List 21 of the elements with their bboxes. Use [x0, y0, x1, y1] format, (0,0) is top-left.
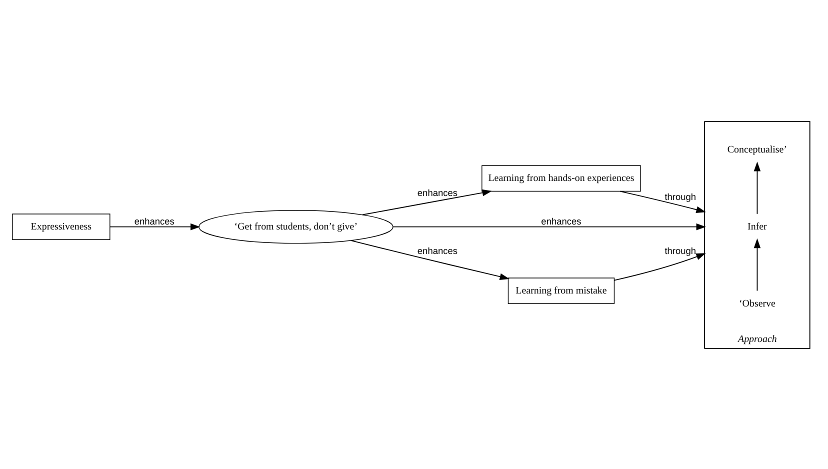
arrow [754, 161, 761, 214]
arrow [620, 190, 706, 212]
arrow [754, 238, 761, 291]
edge-label: through [664, 192, 696, 202]
arrow [110, 222, 200, 230]
node-box: Expressiveness [12, 213, 110, 240]
edge-label: through [664, 246, 696, 256]
edge-label: enhances [541, 216, 582, 226]
edge-label: enhances [417, 246, 458, 256]
node-text: Conceptualise’ [727, 144, 788, 156]
node-text: Infer [748, 220, 767, 232]
arrow [614, 252, 706, 280]
node-box: Learning from mistake [508, 277, 615, 304]
arrow [392, 222, 706, 230]
edge-label: enhances [134, 216, 174, 226]
node-box: Learning from hands-on experiences [482, 164, 641, 192]
node-text: ‘Observe [739, 298, 776, 309]
edge-label: enhances [417, 187, 458, 198]
node-ellipse: ‘Get from students, don’t give’ [198, 209, 394, 244]
arrow [350, 240, 510, 280]
arrow [362, 188, 492, 215]
